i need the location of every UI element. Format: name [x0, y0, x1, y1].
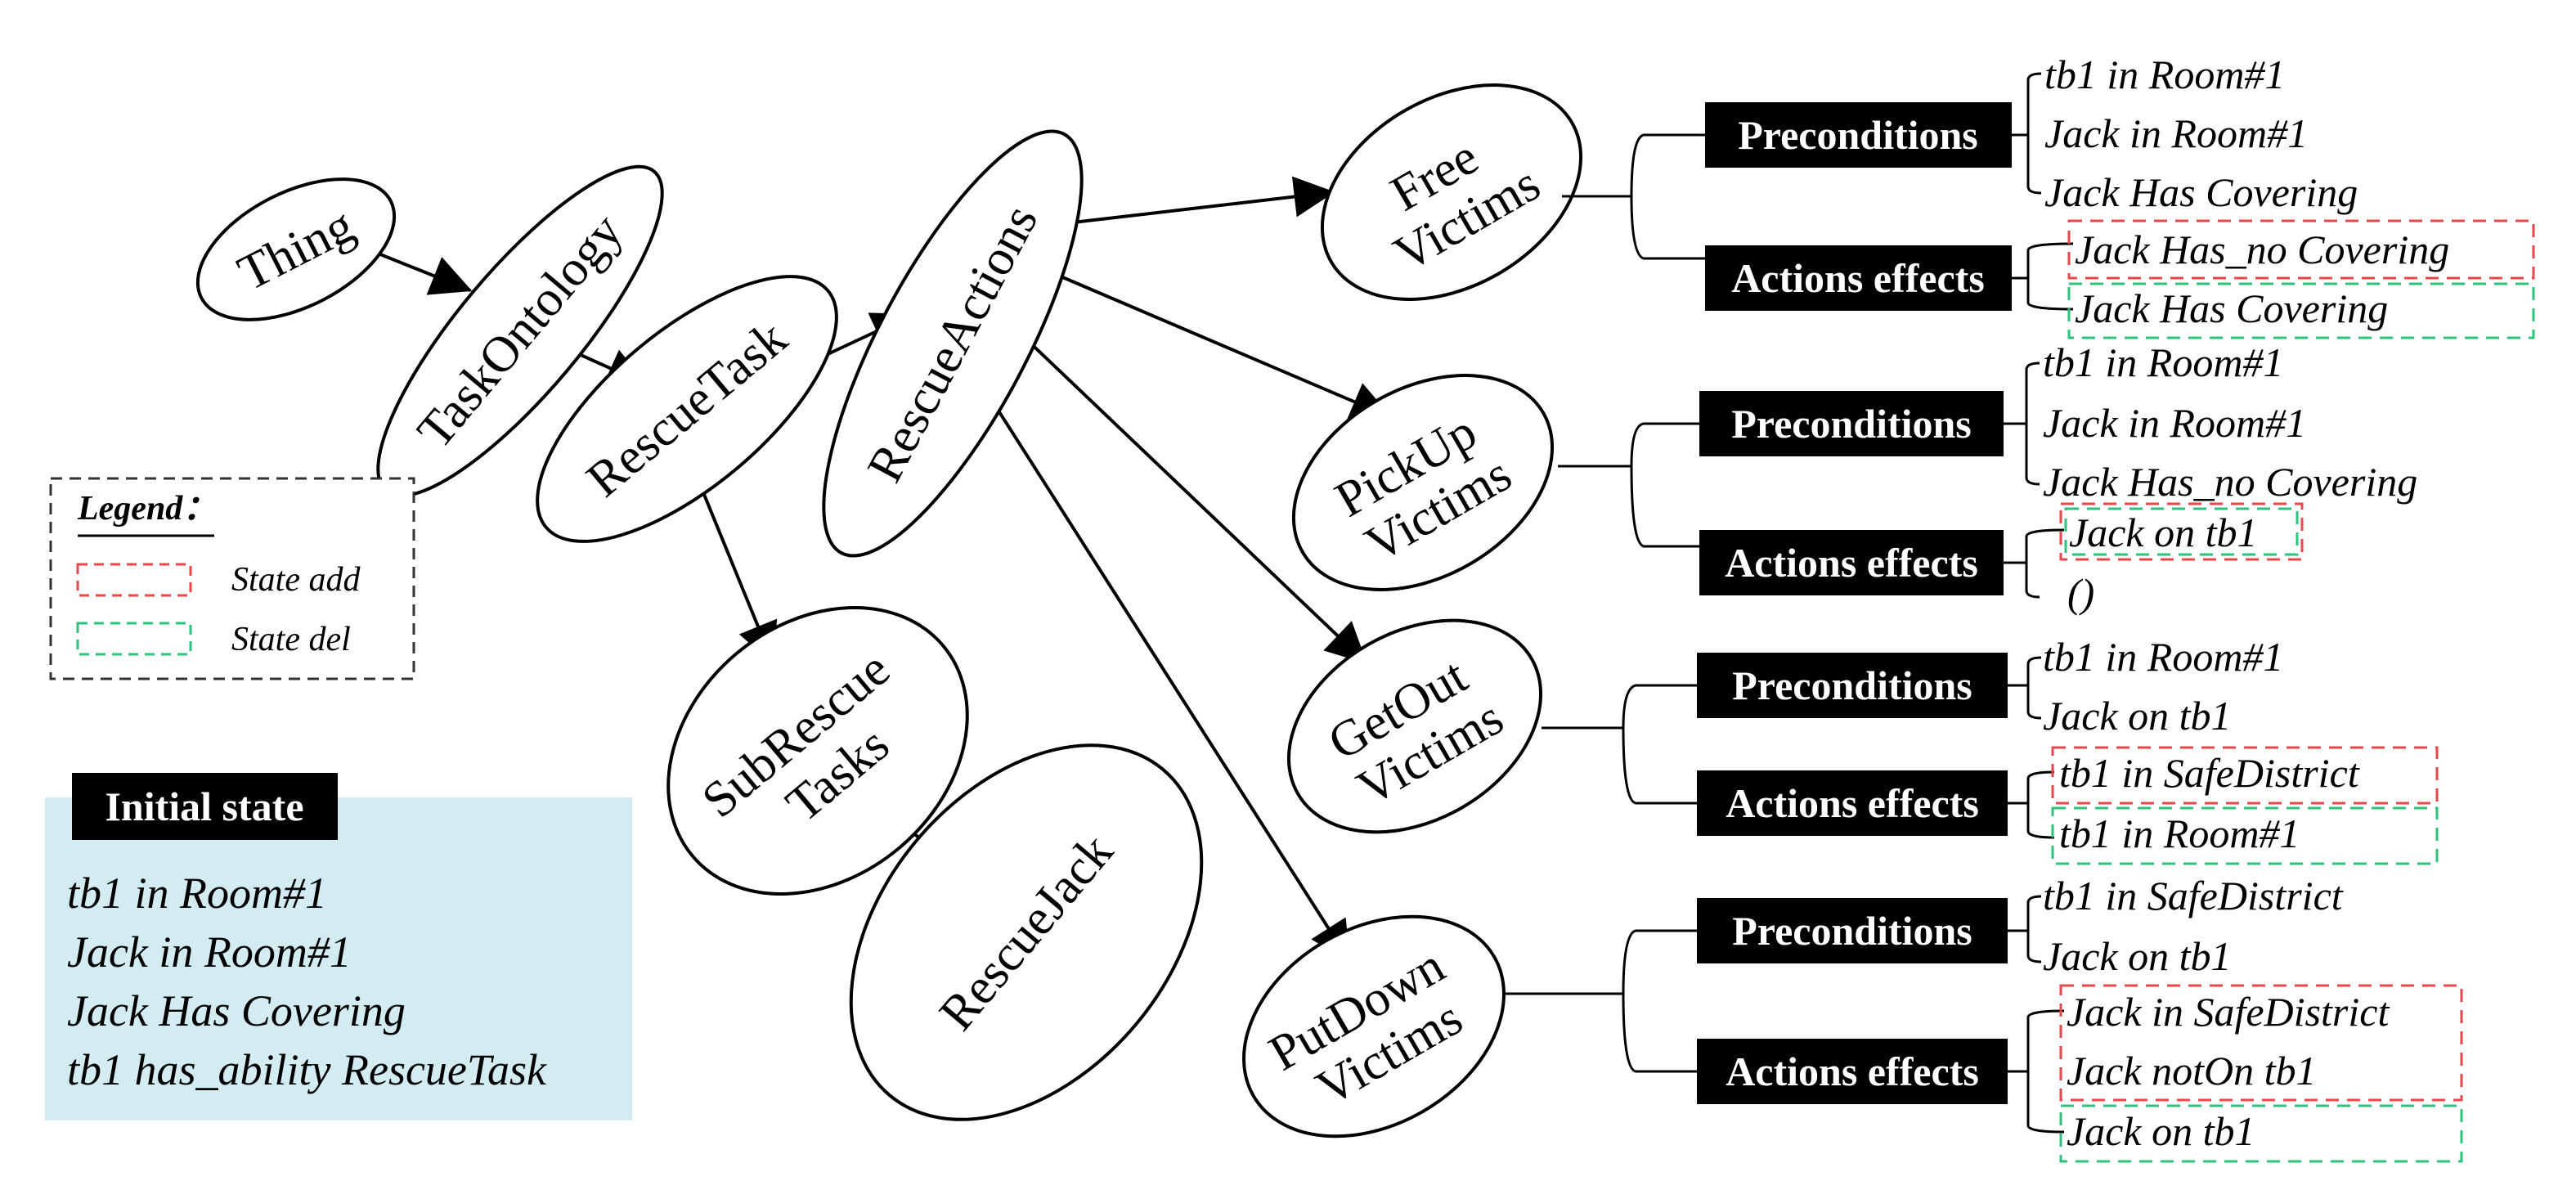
- free-precondition-item: tb1 in Room#1: [2044, 52, 2285, 97]
- free-effect-del-item: Jack Has Covering: [2075, 285, 2388, 331]
- getout-effect-add-item: tb1 in SafeDistrict: [2059, 750, 2360, 796]
- bracket-getout-eff: [2008, 770, 2055, 839]
- preconditions-label-putdown: Preconditions: [1732, 908, 1972, 954]
- pickup-effect-add-item: Jack on tb1: [2069, 510, 2257, 555]
- preconditions-box-free: [1705, 102, 2012, 168]
- initial-state-title: Initial state: [105, 784, 303, 829]
- effects-label-putdown: Actions effects: [1726, 1049, 1979, 1094]
- free-precondition-item: Jack in Room#1: [2044, 110, 2308, 156]
- putdown-precondition-item: Jack on tb1: [2043, 933, 2231, 979]
- effects-label-free: Actions effects: [1731, 255, 1985, 301]
- state-boxes: [2051, 219, 2535, 1163]
- edge-rescueactions-pickup: [1054, 272, 1393, 421]
- putdown-precondition-item: tb1 in SafeDistrict: [2043, 873, 2344, 918]
- edge-thing-taskontology: [363, 246, 473, 295]
- action-details: [1505, 72, 2074, 1134]
- legend-swatch-state-del: [76, 622, 192, 656]
- legend-frame: [49, 477, 415, 680]
- getout-effect-del-item: tb1 in Room#1: [2059, 811, 2300, 856]
- initial-state-item: Jack in Room#1: [67, 927, 352, 977]
- bracket-putdown-pre: [2008, 895, 2042, 963]
- effects-box-pickup: [1699, 530, 2004, 595]
- state-del-box-pickup: [2064, 507, 2299, 556]
- preconditions-box-getout: [1697, 653, 2008, 718]
- initial-state-item: tb1 has_ability RescueTask: [67, 1045, 547, 1094]
- action-items: tb1 in Room#1 Jack in Room#1 Jack Has Co…: [2043, 52, 2449, 1154]
- node-getout-victims: GetOut Victims: [1286, 618, 1543, 834]
- node-subrescue-tasks: SubRescue Tasks: [666, 605, 969, 896]
- legend-swatch-state-add: [76, 563, 192, 597]
- putdown-effect-add-item: Jack notOn tb1: [2067, 1048, 2316, 1093]
- effects-box-free: [1705, 245, 2012, 311]
- bracket-putdown-eff: [2008, 1009, 2065, 1134]
- bracket-putdown-main: [1505, 929, 1697, 1073]
- bracket-free-pre: [2012, 72, 2042, 195]
- node-putdown-victims: PutDown Victims: [1242, 914, 1506, 1138]
- free-effect-add-item: Jack Has_no Covering: [2075, 227, 2449, 272]
- getout-precondition-item: tb1 in Room#1: [2043, 634, 2283, 680]
- getout-precondition-item: Jack on tb1: [2043, 693, 2231, 739]
- label-boxes: Preconditions Actions effects Preconditi…: [1697, 102, 2012, 1104]
- putdown-effect-add-item: Jack in SafeDistrict: [2067, 989, 2390, 1035]
- node-pickup-victims: PickUp Victims: [1291, 374, 1555, 591]
- bracket-free-eff: [2012, 242, 2074, 311]
- pickup-effect-plain-item: (): [2067, 570, 2094, 616]
- edge-rescueactions-getout: [1021, 334, 1367, 664]
- initial-state-background: [45, 797, 632, 1120]
- bracket-pickup-main: [1558, 422, 1699, 548]
- edge-rescueactions-free: [1072, 176, 1335, 224]
- preconditions-label-pickup: Preconditions: [1731, 401, 1972, 447]
- legend-label-state-del: State del: [231, 621, 351, 658]
- bracket-getout-main: [1542, 684, 1697, 805]
- state-del-box-getout: [2051, 806, 2439, 865]
- state-del-box-free: [2067, 282, 2535, 339]
- preconditions-label-getout: Preconditions: [1732, 662, 1972, 708]
- bracket-free-main: [1562, 133, 1705, 260]
- preconditions-box-pickup: [1699, 391, 2004, 456]
- state-add-box-putdown: [2059, 984, 2463, 1102]
- state-add-box-pickup: [2059, 502, 2304, 561]
- legend-label-state-add: State add: [231, 561, 361, 599]
- preconditions-box-putdown: [1697, 898, 2008, 963]
- initial-state-item: tb1 in Room#1: [67, 869, 327, 918]
- bracket-getout-pre: [2008, 656, 2042, 720]
- state-add-box-free: [2067, 219, 2535, 280]
- state-del-box-putdown: [2059, 1104, 2463, 1163]
- legend: Legend： State add State del: [49, 477, 415, 680]
- initial-state-item: Jack Has Covering: [67, 986, 406, 1035]
- effects-box-putdown: [1697, 1039, 2008, 1104]
- initial-state-panel: Initial state tb1 in Room#1 Jack in Room…: [45, 773, 632, 1120]
- effects-label-pickup: Actions effects: [1725, 540, 1978, 586]
- node-rescuejack: RescueJack: [849, 743, 1204, 1121]
- legend-title: Legend：: [77, 490, 217, 528]
- preconditions-label-free: Preconditions: [1738, 112, 1978, 158]
- free-precondition-item: Jack Has Covering: [2044, 169, 2358, 215]
- bracket-pickup-pre: [2004, 361, 2040, 486]
- node-free-victims: Free Victims: [1320, 83, 1583, 301]
- edge-rescuetask-subrescue: [698, 482, 778, 665]
- pickup-precondition-item: tb1 in Room#1: [2043, 339, 2283, 385]
- effects-label-getout: Actions effects: [1726, 780, 1979, 826]
- edge-rescueactions-putdown: [988, 395, 1351, 963]
- bracket-pickup-eff: [2004, 528, 2065, 599]
- state-add-box-getout: [2051, 746, 2439, 805]
- node-thing: Thing: [195, 177, 397, 321]
- putdown-effect-del-item: Jack on tb1: [2067, 1108, 2255, 1154]
- pickup-precondition-item: Jack Has_no Covering: [2043, 459, 2417, 505]
- pickup-precondition-item: Jack in Room#1: [2043, 400, 2306, 446]
- effects-box-getout: [1697, 770, 2008, 836]
- initial-state-title-box: [72, 773, 338, 840]
